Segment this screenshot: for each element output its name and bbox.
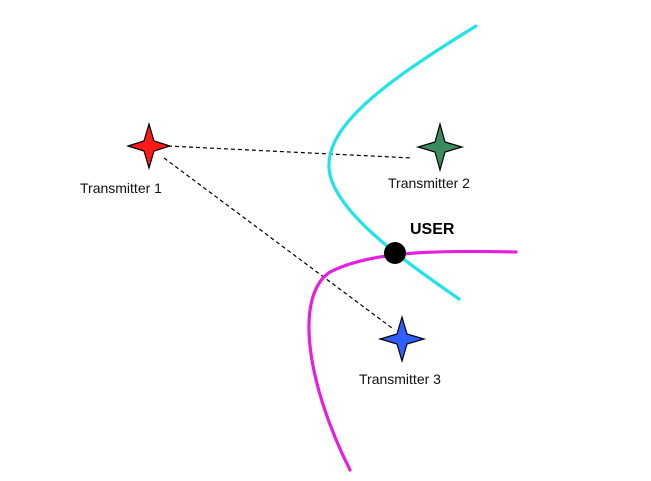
baseline-tx1-tx2 bbox=[167, 145, 413, 159]
transmitter-3-label: Transmitter 3 bbox=[359, 371, 441, 387]
baseline-tx1-tx3 bbox=[163, 157, 393, 329]
transmitter-2-label: Transmitter 2 bbox=[388, 175, 470, 191]
user-label: USER bbox=[410, 221, 455, 238]
transmitter-1-star-icon bbox=[125, 121, 173, 171]
transmitter-1-label: Transmitter 1 bbox=[80, 180, 162, 196]
transmitter-2-star-icon bbox=[415, 121, 465, 173]
user-position-icon bbox=[384, 242, 406, 264]
transmitter-3-star-icon bbox=[377, 314, 427, 364]
hyperbola-curve-magenta bbox=[307, 249, 518, 472]
